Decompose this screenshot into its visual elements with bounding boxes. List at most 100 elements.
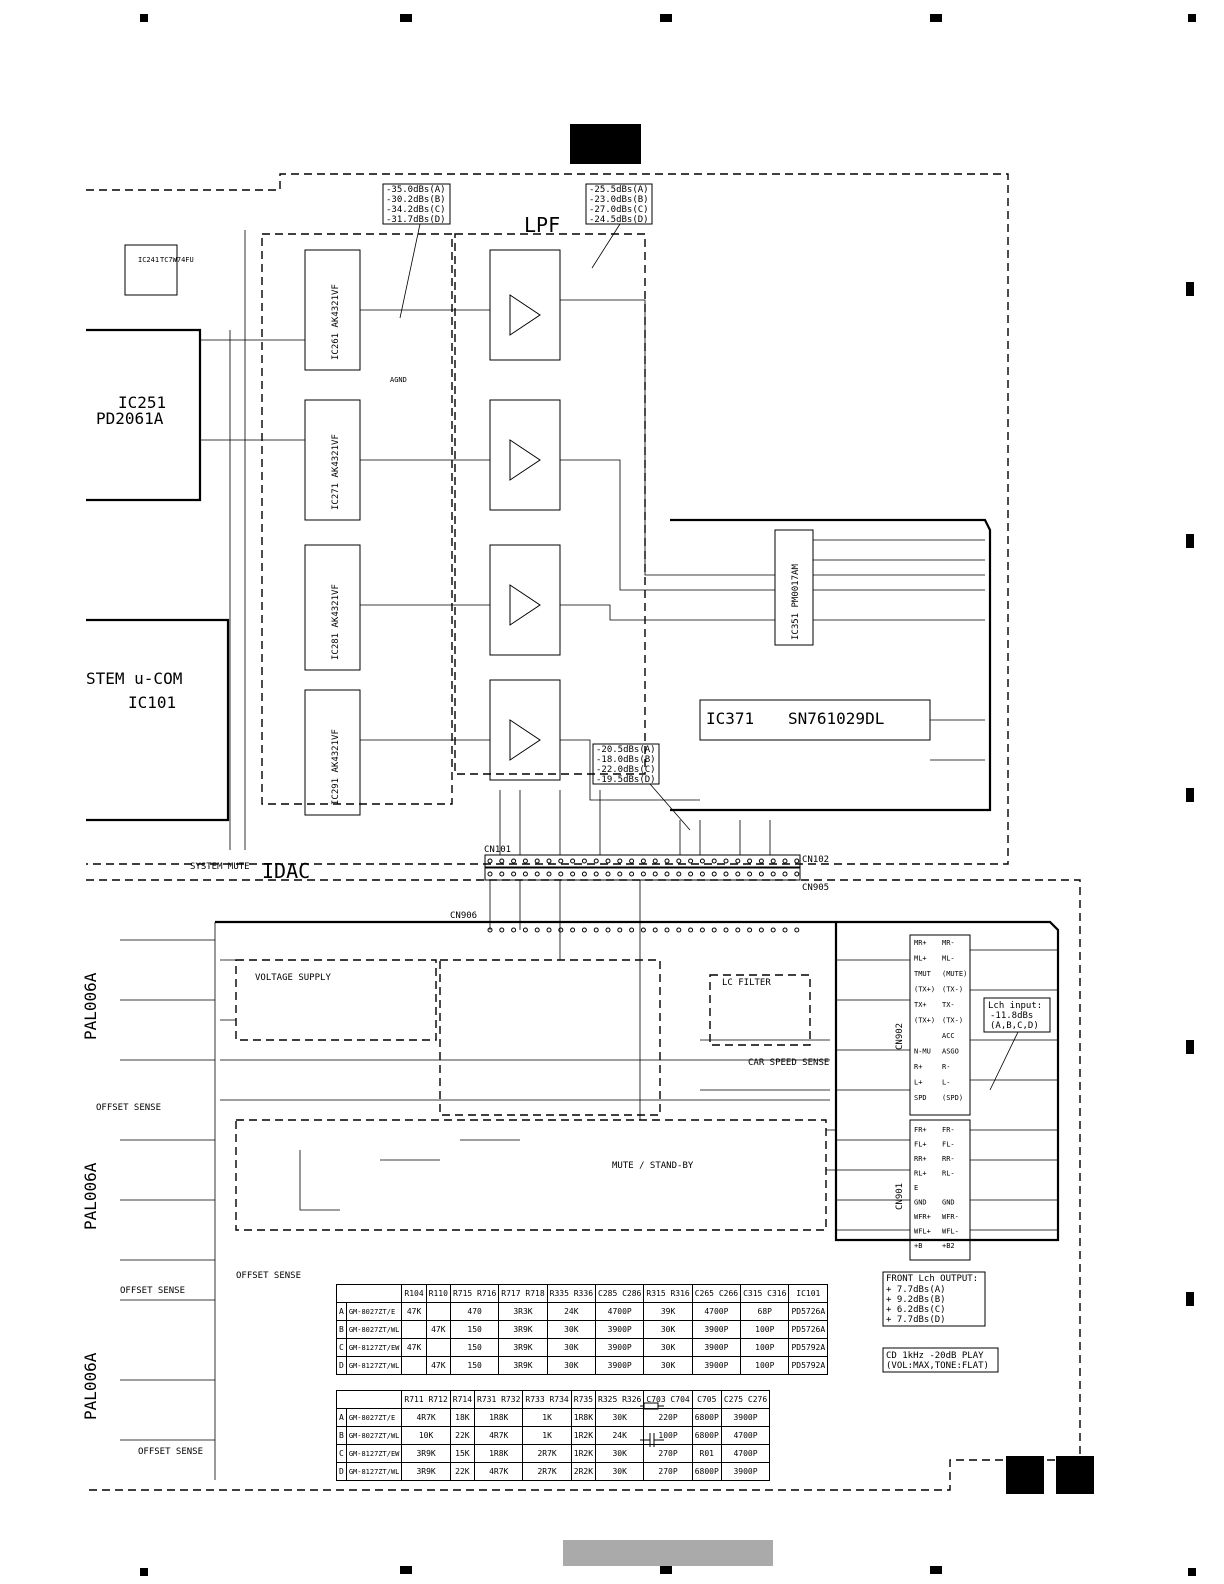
harness-pin <box>511 927 517 933</box>
front-output-d: + 7.7dBs(D) <box>886 1315 946 1325</box>
table-cell: 3R9K <box>498 1320 548 1339</box>
table-cell: 3R9K <box>498 1356 548 1375</box>
ic371-level-box <box>592 743 660 785</box>
table-cell: 22K <box>449 1426 476 1445</box>
connector-pin-label: FR+ <box>914 1126 927 1134</box>
table-cell: 100P <box>740 1338 790 1357</box>
front-output-c: + 6.2dBs(C) <box>886 1305 946 1315</box>
harness-pin <box>652 927 658 933</box>
voltage-supply-label: VOLTAGE SUPPLY <box>255 973 331 983</box>
table-cell: 470 <box>449 1302 500 1321</box>
outline-regulator <box>439 959 661 1116</box>
amp-outline <box>215 920 1060 1242</box>
table-cell: 1K <box>522 1408 572 1427</box>
connector-pin-label: TX+ <box>914 1001 927 1009</box>
offset-sense-label-3: OFFSET SENSE <box>236 1271 301 1281</box>
level-leader-lines <box>399 223 1019 1091</box>
ic371-ref: IC371 <box>706 709 754 728</box>
harness-pin <box>522 927 528 933</box>
ic371-part: SN761029DL <box>788 709 884 728</box>
connector-pin-label: RL- <box>942 1170 955 1178</box>
harness-pin <box>735 927 741 933</box>
connector-pin <box>747 858 753 864</box>
cn906-label: CN906 <box>450 911 477 921</box>
connector-pin <box>782 858 788 864</box>
connector-pin <box>629 871 635 877</box>
connector-pin <box>794 871 800 877</box>
table-cell: 1R8K <box>570 1408 597 1427</box>
connector-pin-label: FR- <box>942 1126 955 1134</box>
table-cell: 4R7K <box>474 1462 524 1481</box>
table-cell: 6800P <box>691 1462 722 1481</box>
system-mute-label: SYSTEM MUTE <box>190 862 250 872</box>
row-model: GM-8027ZT/E <box>345 1408 403 1427</box>
table-cell: 3900P <box>720 1462 771 1481</box>
table-cell: 3900P <box>595 1338 645 1357</box>
lpf-level-a: -25.5dBs(A) <box>589 185 649 195</box>
harness-pin <box>640 927 646 933</box>
connector-pin-label: FL- <box>942 1141 955 1149</box>
outline-dac-block <box>261 233 453 805</box>
row-model: GM-8127ZT/EW <box>345 1338 403 1357</box>
harness-pin <box>711 927 717 933</box>
cn902-body <box>909 934 971 1116</box>
lpf-label: LPF <box>524 213 560 237</box>
connector-pin-label: L+ <box>914 1079 922 1087</box>
cd-note-line2: (VOL:MAX,TONE:FLAT) <box>886 1361 989 1371</box>
row-id: A <box>336 1408 347 1427</box>
outline-amp-section <box>86 879 1081 1491</box>
connector-pin-label: R- <box>942 1063 950 1071</box>
connector-pin <box>770 858 776 864</box>
table-cell: 2R7K <box>522 1444 572 1463</box>
connector-pin <box>558 858 564 864</box>
table-cell: 3900P <box>595 1320 645 1339</box>
connector-pin <box>699 858 705 864</box>
connector-pin-label: (MUTE) <box>942 970 967 978</box>
connector-pin <box>770 871 776 877</box>
cn901-label: CN901 <box>895 1183 905 1210</box>
dac-level-d: -31.7dBs(D) <box>386 215 446 225</box>
outline-lc-filter <box>709 974 811 1046</box>
ic351-section-outline <box>670 518 992 812</box>
row-model: GM-8027ZT/WL <box>345 1320 403 1339</box>
connector-pin-label: WFR+ <box>914 1213 931 1221</box>
outline-voltage-supply <box>235 959 437 1041</box>
table-header: R711 R712 <box>401 1390 451 1409</box>
harness-pin <box>723 927 729 933</box>
connector-pin <box>534 858 540 864</box>
ic371-level-c: -22.0dBs(C) <box>596 765 656 775</box>
connector-pin <box>499 858 505 864</box>
row-id: D <box>336 1462 347 1481</box>
table-cell <box>425 1302 451 1321</box>
connector-pin-label: RR- <box>942 1155 955 1163</box>
wiring <box>120 230 1058 1441</box>
connector-pin-label: TMUT <box>914 970 932 978</box>
table-cell: 30K <box>595 1444 645 1463</box>
connector-pin <box>593 871 599 877</box>
connector-pin <box>652 858 658 864</box>
harness-pin <box>699 927 705 933</box>
connector-pin-label: MR+ <box>914 939 927 947</box>
connector-pin-label: WFL+ <box>914 1228 931 1236</box>
cn101-body <box>484 854 801 868</box>
connector-pin <box>570 858 576 864</box>
outline-mute <box>235 1119 827 1231</box>
cn102-label: CN102 <box>802 855 829 865</box>
table-cell: 1K <box>522 1426 572 1445</box>
connector-pin-label: WFR- <box>942 1213 959 1221</box>
lch-input-models: (A,B,C,D) <box>990 1021 1039 1031</box>
connector-pin <box>522 871 528 877</box>
sheet-tab-bottom-left <box>1006 1456 1044 1494</box>
harness-pin <box>747 927 753 933</box>
table-cell <box>401 1356 427 1375</box>
table-header: C315 C316 <box>740 1284 790 1303</box>
harness-pin <box>581 927 587 933</box>
table-cell: 30K <box>546 1338 597 1357</box>
offset-sense-label-4: OFFSET SENSE <box>138 1447 203 1457</box>
dac-level-b: -30.2dBs(B) <box>386 195 446 205</box>
offset-sense-label-1: OFFSET SENSE <box>96 1103 161 1113</box>
